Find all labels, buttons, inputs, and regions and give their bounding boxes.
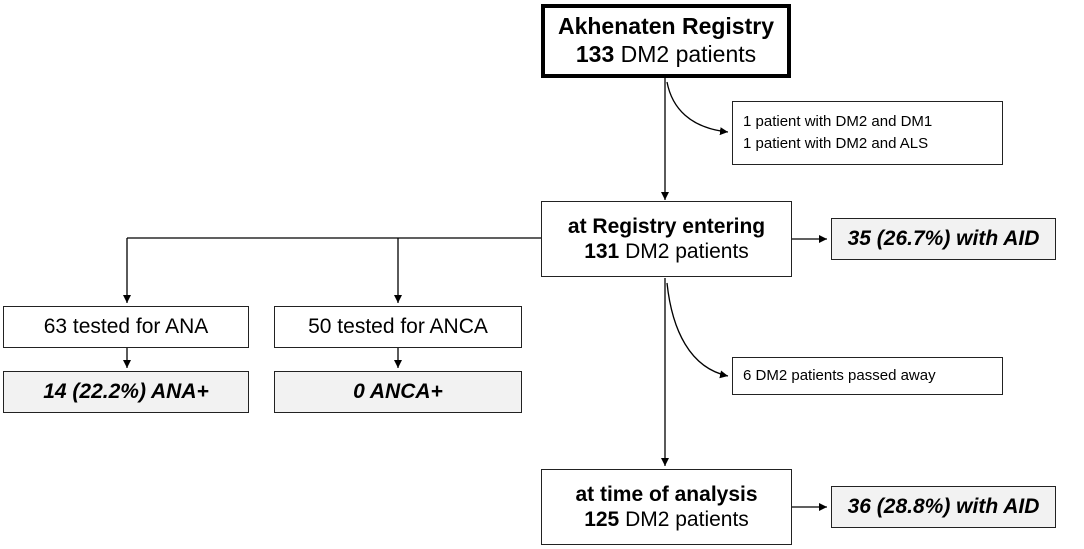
ana-result-text: 14 (22.2%) ANA+ <box>43 380 209 404</box>
registry-title: Akhenaten Registry <box>557 13 774 40</box>
ana-tested-box: 63 tested for ANA <box>3 306 249 348</box>
entering-title: at Registry entering <box>567 214 766 238</box>
deceased-box: 6 DM2 patients passed away <box>732 357 1003 395</box>
entering-aid-box: 35 (26.7%) with AID <box>831 218 1056 260</box>
analysis-aid-text: 36 (28.8%) with AID <box>847 495 1040 519</box>
entering-box: at Registry entering 131 DM2 patients <box>541 201 792 277</box>
arrow-to-exclusions <box>666 81 729 136</box>
analysis-count-line: 125 DM2 patients <box>584 507 749 532</box>
analysis-aid-box: 36 (28.8%) with AID <box>831 486 1056 528</box>
exclusion-dm1: 1 patient with DM2 and DM1 <box>743 113 933 131</box>
exclusion-als: 1 patient with DM2 and ALS <box>743 135 929 152</box>
ana-result-box: 14 (22.2%) ANA+ <box>3 371 249 413</box>
anca-result-box: 0 ANCA+ <box>274 371 522 413</box>
anca-tested-box: 50 tested for ANCA <box>274 306 522 348</box>
entering-aid-text: 35 (26.7%) with AID <box>847 227 1040 251</box>
registry-count: 133 <box>575 41 615 67</box>
exclusions-box: 1 patient with DM2 and DM1 1 patient wit… <box>732 101 1003 165</box>
registry-box: Akhenaten Registry 133 DM2 patients <box>541 4 791 78</box>
registry-unit: DM2 patients <box>620 41 757 67</box>
anca-result-text: 0 ANCA+ <box>353 380 443 404</box>
entering-count-line: 131 DM2 patients <box>584 239 749 264</box>
registry-count-line: 133 DM2 patients <box>576 41 756 69</box>
anca-tested-text: 50 tested for ANCA <box>308 315 488 339</box>
entering-count: 131 <box>584 240 620 263</box>
analysis-box: at time of analysis 125 DM2 patients <box>541 469 792 545</box>
entering-unit: DM2 patients <box>625 240 749 263</box>
deceased-text: 6 DM2 patients passed away <box>743 367 936 385</box>
analysis-count: 125 <box>584 508 620 531</box>
analysis-title: at time of analysis <box>575 482 758 506</box>
arrow-to-deceased <box>666 282 729 379</box>
ana-tested-text: 63 tested for ANA <box>43 315 209 339</box>
analysis-unit: DM2 patients <box>625 508 749 531</box>
